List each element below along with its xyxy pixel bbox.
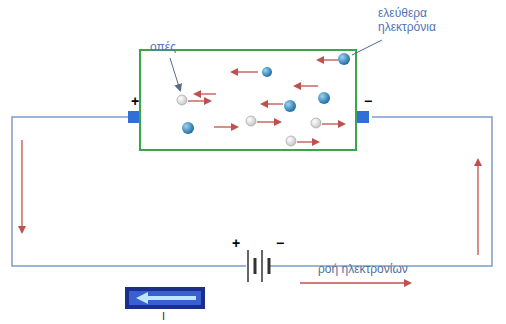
- electron-flow-label: ροή ηλεκτρονίων: [318, 262, 408, 276]
- plus-sign: +: [131, 94, 139, 108]
- electron-label: ελεύθερα ηλεκτρόνια: [378, 6, 468, 34]
- current-label: I: [162, 310, 165, 322]
- battery-minus: −: [276, 236, 284, 250]
- minus-sign: −: [364, 94, 372, 108]
- hole-label: οπές: [150, 40, 176, 54]
- battery-plus: +: [232, 236, 240, 250]
